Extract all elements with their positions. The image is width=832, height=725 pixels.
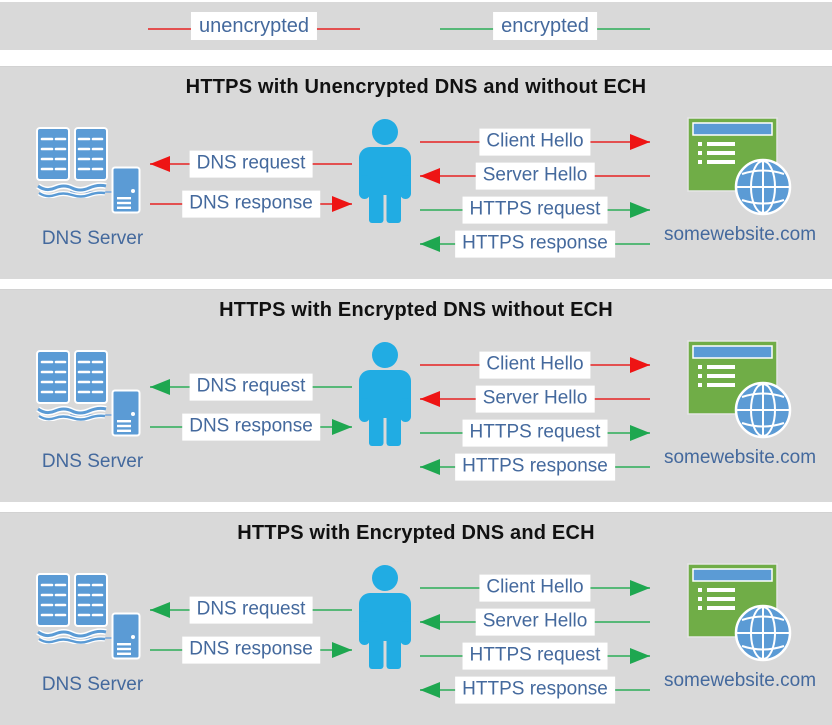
arrow-dns-request: DNS request (150, 594, 352, 626)
legend-item-unencrypted: unencrypted (148, 2, 360, 50)
arrow-client-hello: Client Hello (420, 349, 650, 381)
user-person-icon (357, 342, 413, 446)
arrowhead-icon (150, 156, 170, 172)
arrow-client-hello: Client Hello (420, 572, 650, 604)
website-globe-icon (687, 340, 793, 440)
arrowhead-icon (150, 602, 170, 618)
legend-item-encrypted: encrypted (440, 2, 650, 50)
arrow-https-response: HTTPS response (420, 451, 650, 483)
arrow-https-response: HTTPS response (420, 674, 650, 706)
dns-book-icon (35, 126, 109, 198)
arrowhead-icon (332, 642, 352, 658)
arrow-label: Client Hello (479, 128, 591, 156)
arrow-https-response: HTTPS response (420, 228, 650, 260)
panel-encrypted-dns-and-ech: HTTPS with Encrypted DNS and ECH DNS Ser… (0, 512, 832, 725)
dns-server-label: DNS Server (41, 228, 144, 249)
arrowhead-icon (332, 419, 352, 435)
arrowhead-icon (332, 196, 352, 212)
legend-label-encrypted: encrypted (493, 12, 597, 40)
legend-label-unencrypted: unencrypted (190, 12, 318, 40)
website-globe-icon (687, 117, 793, 217)
arrow-label: DNS response (182, 413, 320, 441)
arrow-client-hello: Client Hello (420, 126, 650, 158)
arrowhead-icon (630, 357, 650, 373)
arrow-label: DNS response (182, 636, 320, 664)
arrow-server-hello: Server Hello (420, 606, 650, 638)
arrow-https-request: HTTPS request (420, 194, 650, 226)
arrow-dns-response: DNS response (150, 411, 352, 443)
arrow-label: Server Hello (475, 385, 595, 413)
arrow-dns-response: DNS response (150, 188, 352, 220)
legend-bar: unencrypted encrypted (0, 2, 832, 50)
website-label: somewebsite.com (663, 670, 817, 691)
arrow-label: HTTPS request (462, 419, 608, 447)
arrowhead-icon (630, 425, 650, 441)
dns-server-label: DNS Server (41, 674, 144, 695)
arrow-label: HTTPS request (462, 196, 608, 224)
dns-server-icon (111, 389, 141, 437)
dns-server-icon (111, 166, 141, 214)
website-globe-icon (687, 563, 793, 663)
arrowhead-icon (420, 391, 440, 407)
dns-book-icon (35, 572, 109, 644)
arrow-dns-response: DNS response (150, 634, 352, 666)
arrowhead-icon (630, 648, 650, 664)
panel-title: HTTPS with Encrypted DNS without ECH (219, 299, 613, 321)
arrowhead-icon (630, 580, 650, 596)
arrow-label: Server Hello (475, 162, 595, 190)
arrowhead-icon (420, 459, 440, 475)
arrow-label: HTTPS response (455, 453, 615, 481)
panel-title: HTTPS with Encrypted DNS and ECH (237, 522, 595, 544)
arrow-label: HTTPS response (455, 676, 615, 704)
arrowhead-icon (420, 236, 440, 252)
arrow-server-hello: Server Hello (420, 160, 650, 192)
user-person-icon (357, 565, 413, 669)
arrowhead-icon (150, 379, 170, 395)
arrow-label: DNS request (189, 373, 313, 401)
arrowhead-icon (420, 614, 440, 630)
arrow-label: Server Hello (475, 608, 595, 636)
website-label: somewebsite.com (663, 224, 817, 245)
panel-encrypted-dns-without-ech: HTTPS with Encrypted DNS without ECH DNS… (0, 289, 832, 502)
arrow-label: Client Hello (479, 574, 591, 602)
arrowhead-icon (420, 168, 440, 184)
arrow-label: HTTPS request (462, 642, 608, 670)
arrow-dns-request: DNS request (150, 371, 352, 403)
dns-server-label: DNS Server (41, 451, 144, 472)
arrow-dns-request: DNS request (150, 148, 352, 180)
arrow-https-request: HTTPS request (420, 417, 650, 449)
panel-unencrypted-dns-without-ech: HTTPS with Unencrypted DNS and without E… (0, 66, 832, 279)
website-label: somewebsite.com (663, 447, 817, 468)
arrowhead-icon (630, 202, 650, 218)
arrowhead-icon (420, 682, 440, 698)
arrow-https-request: HTTPS request (420, 640, 650, 672)
arrow-label: Client Hello (479, 351, 591, 379)
arrow-label: DNS response (182, 190, 320, 218)
dns-book-icon (35, 349, 109, 421)
arrow-label: HTTPS response (455, 230, 615, 258)
arrow-server-hello: Server Hello (420, 383, 650, 415)
user-person-icon (357, 119, 413, 223)
dns-server-icon (111, 612, 141, 660)
arrow-label: DNS request (189, 596, 313, 624)
arrow-label: DNS request (189, 150, 313, 178)
arrowhead-icon (630, 134, 650, 150)
panel-title: HTTPS with Unencrypted DNS and without E… (185, 76, 647, 98)
